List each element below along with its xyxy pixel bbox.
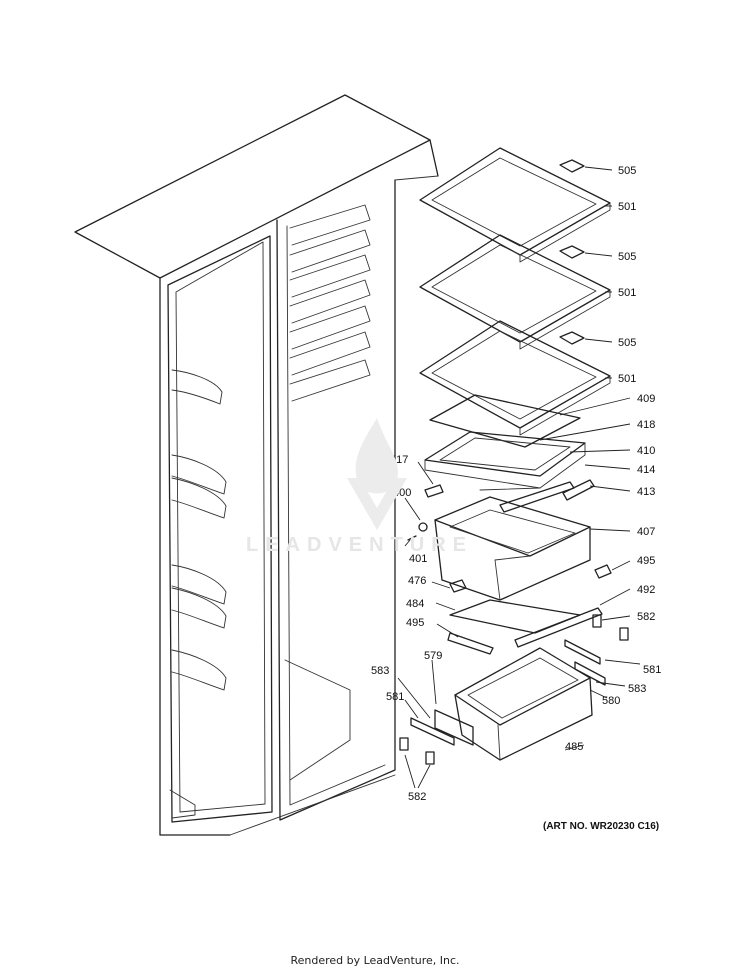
part-label-485: 485 <box>565 741 583 753</box>
part-label-505: 505 <box>618 165 636 177</box>
part-label-501: 501 <box>618 287 636 299</box>
glass-shelf-middle <box>419 234 611 350</box>
part-label-582: 582 <box>637 611 655 623</box>
glass-shelf-bottom <box>419 320 611 436</box>
part-label-582: 582 <box>408 791 426 803</box>
part-label-413: 413 <box>637 486 655 498</box>
refrigerator-cabinet <box>74 94 439 836</box>
part-label-501: 501 <box>618 201 636 213</box>
credit-text: Rendered by LeadVenture, Inc. <box>290 954 460 967</box>
part-label-581: 581 <box>643 664 661 676</box>
part-label-505: 505 <box>618 251 636 263</box>
part-label-579: 579 <box>424 650 442 662</box>
crisper-drawer <box>407 496 591 601</box>
part-label-401: 401 <box>409 553 427 565</box>
glass-shelf-top <box>419 147 611 263</box>
leader-lines <box>397 166 641 789</box>
part-label-410: 410 <box>637 445 655 457</box>
part-label-580: 580 <box>602 695 620 707</box>
part-label-476: 476 <box>408 575 426 587</box>
crisper-cover-frame <box>424 431 586 491</box>
part-label-492: 492 <box>637 584 655 596</box>
crisper-cover-glass <box>429 394 581 448</box>
part-label-495: 495 <box>406 617 424 629</box>
watermark-logo-icon <box>347 418 407 530</box>
drawer-slides <box>399 614 629 765</box>
part-label-418: 418 <box>637 419 655 431</box>
shelf-clip <box>559 159 585 345</box>
part-label-505: 505 <box>618 337 636 349</box>
lower-divider <box>447 564 612 655</box>
part-label-581: 581 <box>386 691 404 703</box>
watermark-text: LEADVENTURE <box>246 534 474 556</box>
part-label-583: 583 <box>371 665 389 677</box>
part-label-484: 484 <box>406 598 424 610</box>
part-label-409: 409 <box>637 393 655 405</box>
crisper-rails <box>424 479 595 513</box>
part-label-501: 501 <box>618 373 636 385</box>
part-label-495: 495 <box>637 555 655 567</box>
part-label-407: 407 <box>637 526 655 538</box>
part-label-583: 583 <box>628 683 646 695</box>
art-number: (ART NO. WR20230 C16) <box>543 821 660 832</box>
part-label-414: 414 <box>637 464 655 476</box>
